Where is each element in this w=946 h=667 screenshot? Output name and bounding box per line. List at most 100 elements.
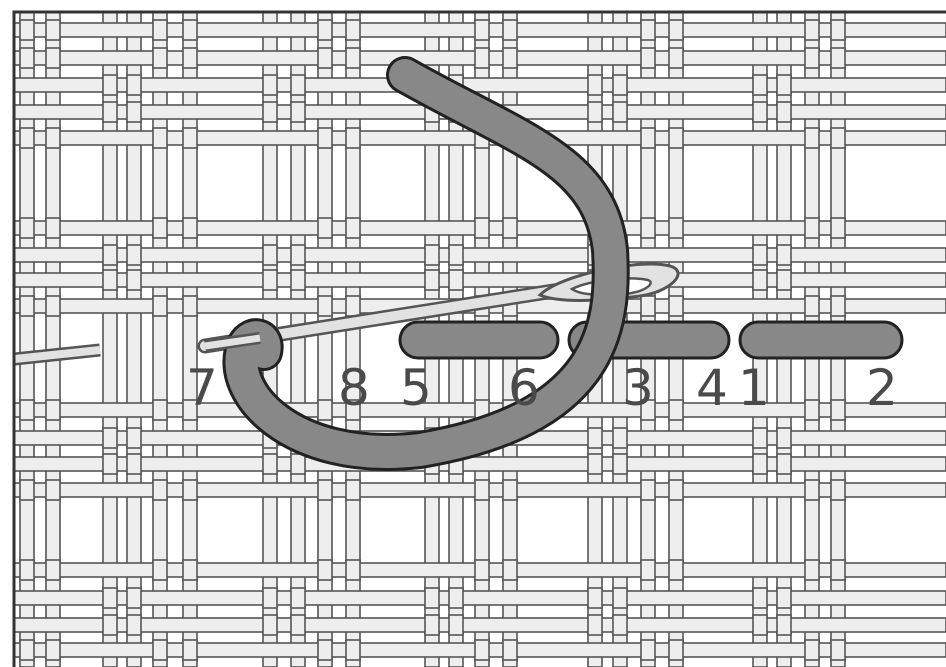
thread-crossing [777, 454, 791, 474]
thread-crossing [641, 296, 655, 316]
thread-crossing [641, 560, 655, 580]
thread-crossing [669, 20, 683, 40]
label-5: 5 [400, 359, 432, 417]
label-6: 6 [508, 359, 540, 417]
thread-crossing [346, 128, 360, 148]
thread-crossing [777, 245, 791, 265]
thread-crossing [641, 218, 655, 238]
thread-crossing [669, 640, 683, 660]
thread-crossing [753, 454, 767, 474]
thread-crossing [20, 48, 34, 68]
thread-crossing [588, 615, 602, 635]
thread-crossing [46, 400, 60, 420]
thread-crossing [641, 20, 655, 40]
thread-crossing [588, 75, 602, 95]
thread-crossing [183, 218, 197, 238]
thread-crossing [263, 615, 277, 635]
thread-crossing [805, 640, 819, 660]
thread-crossing [805, 218, 819, 238]
thread-crossing [318, 218, 332, 238]
thread-crossing [127, 615, 141, 635]
thread-crossing [669, 48, 683, 68]
thread-crossing [641, 480, 655, 500]
thread-crossing [669, 296, 683, 316]
thread-crossing [183, 128, 197, 148]
thread-crossing [183, 48, 197, 68]
thread-crossing [46, 128, 60, 148]
thread-crossing [103, 454, 117, 474]
thread-crossing [127, 102, 141, 122]
horizontal-thread [0, 248, 946, 262]
thread-crossing [503, 640, 517, 660]
thread-crossing [46, 296, 60, 316]
thread-crossing [263, 270, 277, 290]
thread-crossing [449, 588, 463, 608]
thread-crossing [425, 245, 439, 265]
thread-crossing [346, 480, 360, 500]
thread-crossing [153, 296, 167, 316]
thread-crossing [777, 428, 791, 448]
thread-crossing [291, 102, 305, 122]
thread-crossing [641, 128, 655, 148]
label-4: 4 [696, 359, 728, 417]
thread-crossing [588, 102, 602, 122]
thread-crossing [20, 218, 34, 238]
thread-crossing [475, 640, 489, 660]
thread-crossing [263, 454, 277, 474]
thread-crossing [449, 615, 463, 635]
thread-crossing [613, 75, 627, 95]
thread-crossing [777, 102, 791, 122]
horizontal-thread [0, 563, 946, 577]
thread-crossing [346, 48, 360, 68]
thread-crossing [777, 75, 791, 95]
thread-crossing [346, 296, 360, 316]
thread-crossing [291, 75, 305, 95]
thread-crossing [20, 560, 34, 580]
thread-crossing [46, 480, 60, 500]
thread-crossing [103, 245, 117, 265]
stitch-1-2 [740, 322, 902, 358]
thread-crossing [127, 270, 141, 290]
thread-crossing [318, 296, 332, 316]
thread-crossing [777, 615, 791, 635]
thread-crossing [183, 480, 197, 500]
thread-crossing [831, 640, 845, 660]
thread-crossing [805, 560, 819, 580]
thread-crossing [127, 428, 141, 448]
label-1: 1 [738, 359, 770, 417]
thread-crossing [588, 454, 602, 474]
thread-crossing [669, 400, 683, 420]
thread-crossing [475, 218, 489, 238]
thread-crossing [805, 400, 819, 420]
thread-crossing [831, 400, 845, 420]
thread-crossing [777, 588, 791, 608]
thread-crossing [831, 560, 845, 580]
thread-crossing [753, 588, 767, 608]
thread-crossing [46, 20, 60, 40]
horizontal-thread [0, 618, 946, 632]
label-7: 7 [186, 359, 218, 417]
thread-crossing [127, 245, 141, 265]
thread-crossing [503, 48, 517, 68]
horizontal-thread [0, 23, 946, 37]
thread-crossing [805, 296, 819, 316]
thread-crossing [613, 102, 627, 122]
label-8: 8 [338, 359, 370, 417]
thread-crossing [449, 245, 463, 265]
thread-crossing [777, 270, 791, 290]
horizontal-thread [0, 221, 946, 235]
horizontal-thread [0, 78, 946, 92]
thread-crossing [613, 615, 627, 635]
thread-crossing [753, 270, 767, 290]
thread-crossing [669, 480, 683, 500]
thread-crossing [805, 48, 819, 68]
thread-crossing [805, 480, 819, 500]
thread-crossing [425, 588, 439, 608]
thread-crossing [753, 615, 767, 635]
thread-crossing [318, 480, 332, 500]
thread-crossing [20, 400, 34, 420]
thread-crossing [20, 480, 34, 500]
thread-crossing [103, 615, 117, 635]
thread-crossing [318, 400, 332, 420]
thread-crossing [127, 454, 141, 474]
